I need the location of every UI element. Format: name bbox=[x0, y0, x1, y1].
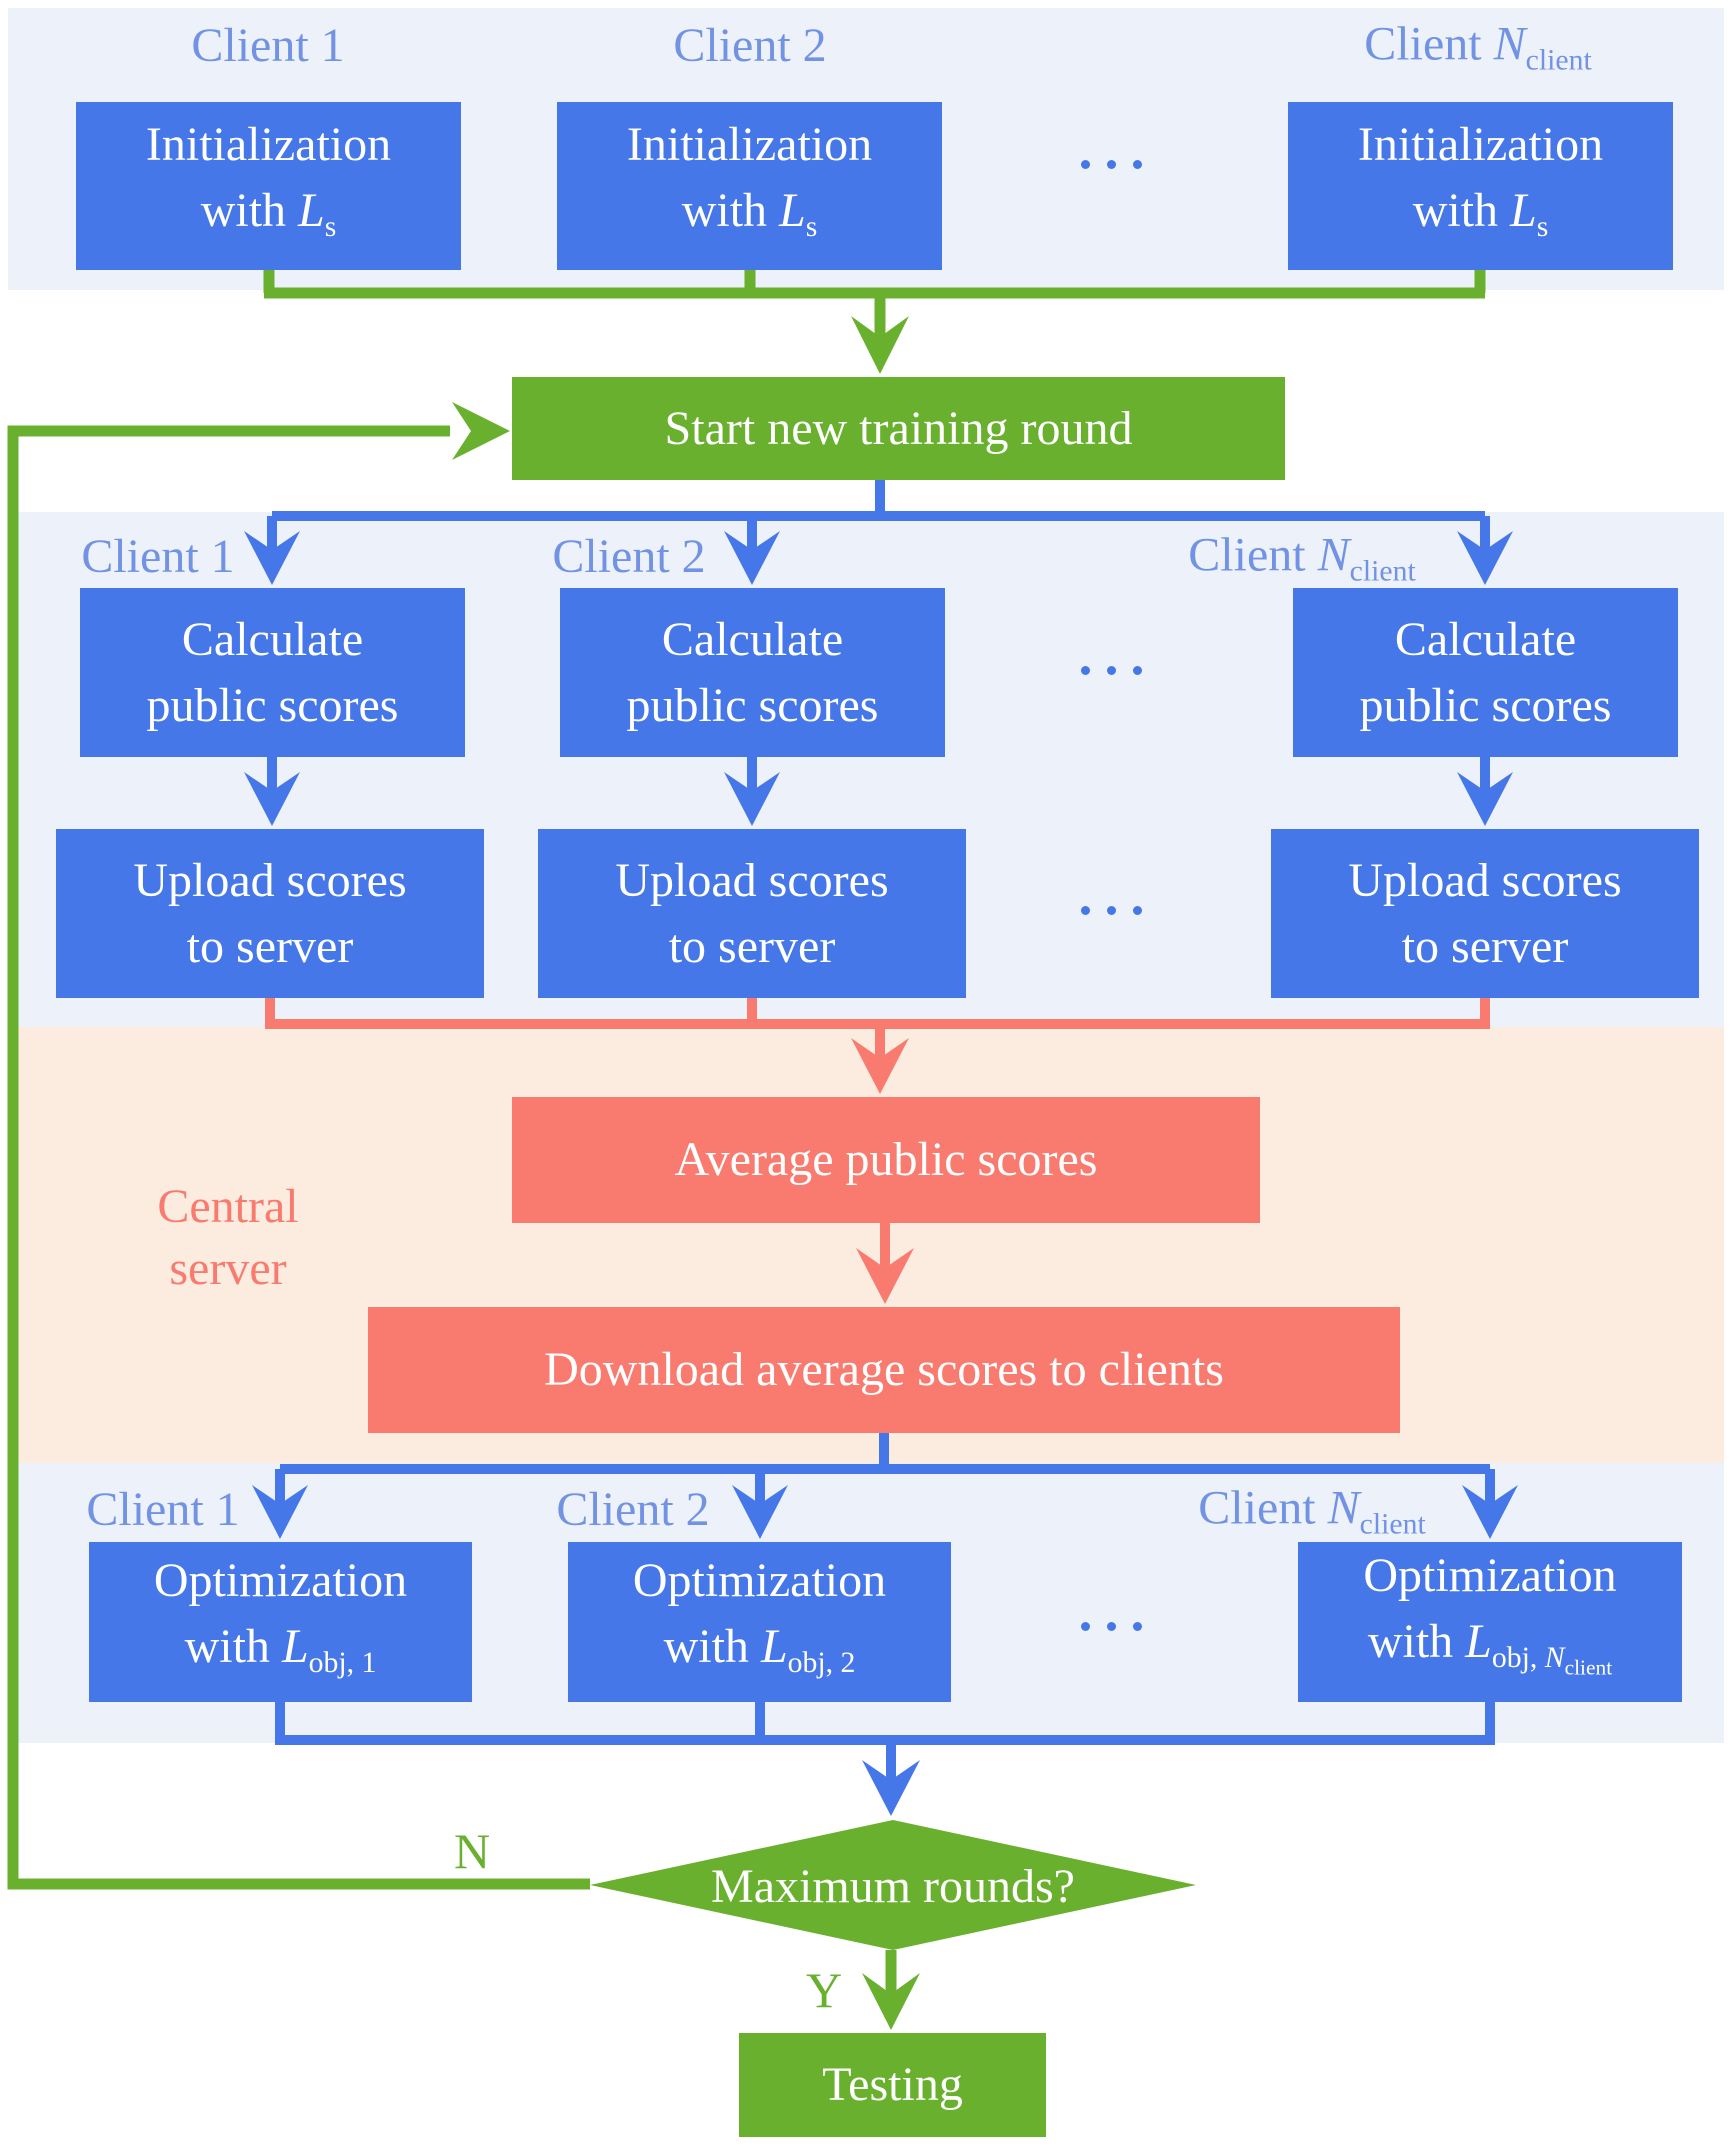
box-text-line: to server bbox=[668, 919, 836, 973]
init-box-client2: Initialization with Ls bbox=[557, 102, 942, 270]
optimization-box-client2: Optimization with Lobj, 2 bbox=[568, 1542, 951, 1702]
box-text-line: Optimization bbox=[632, 1554, 887, 1608]
blue-arrow-head-opt1 bbox=[252, 1485, 308, 1539]
box-text-line: Upload scores bbox=[1348, 853, 1622, 907]
box-text-line: Calculate bbox=[181, 612, 364, 666]
blue-arrow-head-uploadN bbox=[1457, 772, 1513, 826]
red-upload-merge-line bbox=[265, 998, 1490, 1060]
green-start-arrow-head bbox=[851, 316, 909, 374]
start-round-box: Start new training round bbox=[512, 377, 1285, 480]
blue-arrow-head-decision bbox=[862, 1760, 920, 1816]
box-text-line: Initialization bbox=[145, 118, 392, 172]
red-arrow-head-average bbox=[851, 1038, 909, 1094]
download-scores-box: Download average scores to clients bbox=[368, 1307, 1400, 1433]
init-box-client1: Initialization with Ls bbox=[76, 102, 461, 270]
ellipsis-icon bbox=[1081, 666, 1142, 675]
box-text-line: Calculate bbox=[661, 612, 844, 666]
box-text-math: with Lobj, 2 bbox=[663, 1620, 856, 1679]
decision-label: Maximum rounds? bbox=[711, 1860, 1075, 1913]
scoring-clientN-label: Client Nclient bbox=[1188, 528, 1416, 588]
blue-arrow-head-upload2 bbox=[724, 772, 780, 826]
box-text-line: Upload scores bbox=[615, 853, 889, 907]
green-loop-line bbox=[7, 425, 590, 1890]
decision-no-label: N bbox=[453, 1823, 491, 1879]
average-scores-box: Average public scores bbox=[512, 1097, 1260, 1223]
red-arrow-head-download bbox=[856, 1248, 914, 1304]
blue-arrow-head-upload1 bbox=[244, 772, 300, 826]
box-text-line: Initialization bbox=[1357, 118, 1604, 172]
box-text-line: Optimization bbox=[153, 1554, 408, 1608]
blue-arrow-head-opt2 bbox=[732, 1485, 788, 1539]
ellipsis-icon bbox=[1081, 906, 1142, 915]
init-clientN-label: Client Nclient bbox=[1364, 17, 1592, 77]
box-text-math: with Ls bbox=[681, 184, 818, 243]
box-text-line: Initialization bbox=[626, 118, 873, 172]
optimization-box-client1: Optimization with Lobj, 1 bbox=[89, 1542, 472, 1702]
box-text-math: with Ls bbox=[1412, 184, 1549, 243]
upload-box-client1: Upload scores to server bbox=[56, 829, 484, 998]
box-text-math: with Lobj, Nclient bbox=[1367, 1615, 1613, 1680]
scoring-client1-label: Client 1 bbox=[81, 530, 235, 583]
decision-diamond bbox=[590, 1820, 1196, 1950]
ellipsis-icon bbox=[1081, 1622, 1142, 1631]
optimization-box-clientN: Optimization with Lobj, Nclient bbox=[1298, 1542, 1682, 1702]
blue-arrow-head-calc1 bbox=[244, 531, 300, 585]
box-text-math: with Lobj, 1 bbox=[184, 1620, 377, 1679]
init-box-clientN: Initialization with Ls bbox=[1288, 102, 1673, 270]
blue-opt-merge-line bbox=[275, 1702, 1495, 1782]
calculate-box-clientN: Calculate public scores bbox=[1293, 588, 1678, 757]
init-client1-label: Client 1 bbox=[191, 19, 345, 72]
blue-branch-to-optimization bbox=[275, 1433, 1495, 1506]
central-server-line1: Central bbox=[157, 1180, 299, 1233]
blue-arrow-head-calcN bbox=[1457, 531, 1513, 585]
blue-branch-to-calculate bbox=[267, 478, 1490, 552]
box-text-line: Optimization bbox=[1363, 1549, 1617, 1603]
box-text-line: Upload scores bbox=[133, 853, 407, 907]
opt-client1-label: Client 1 bbox=[86, 1483, 240, 1536]
box-text-line: Start new training round bbox=[664, 401, 1133, 455]
opt-client2-label: Client 2 bbox=[556, 1483, 710, 1536]
box-text-line: public scores bbox=[146, 678, 399, 732]
decision-yes-label: Y bbox=[805, 1962, 843, 2018]
scoring-client2-label: Client 2 bbox=[552, 530, 706, 583]
box-text-line: public scores bbox=[626, 678, 879, 732]
central-server-label: Central server bbox=[157, 1176, 298, 1300]
box-text-math: with Ls bbox=[200, 184, 337, 243]
box-text-line: Testing bbox=[822, 2058, 963, 2111]
opt-clientN-label: Client Nclient bbox=[1198, 1481, 1426, 1541]
green-init-merge-line bbox=[263, 264, 1486, 299]
calculate-box-client2: Calculate public scores bbox=[560, 588, 945, 757]
upload-box-client2: Upload scores to server bbox=[538, 829, 966, 998]
init-client2-label: Client 2 bbox=[673, 19, 827, 72]
box-text-line: to server bbox=[1401, 919, 1569, 973]
blue-arrow-head-optN bbox=[1462, 1485, 1518, 1539]
math-subscript: obj, 1 bbox=[308, 1645, 377, 1679]
central-server-line2: server bbox=[169, 1242, 287, 1295]
green-loop-arrow-head bbox=[452, 402, 510, 460]
box-text-line: Average public scores bbox=[674, 1133, 1098, 1186]
math-subscript: obj, 2 bbox=[787, 1645, 856, 1679]
testing-box: Testing bbox=[739, 2033, 1046, 2137]
blue-arrow-head-calc2 bbox=[724, 531, 780, 585]
math-subscript: obj, Nclient bbox=[1491, 1641, 1613, 1680]
upload-box-clientN: Upload scores to server bbox=[1271, 829, 1699, 998]
ellipsis-icon bbox=[1081, 160, 1142, 169]
green-arrow-head-testing bbox=[862, 1973, 920, 2030]
box-text-line: to server bbox=[186, 919, 354, 973]
calculate-box-client1: Calculate public scores bbox=[80, 588, 465, 757]
box-text-line: public scores bbox=[1359, 678, 1612, 732]
box-text-line: Calculate bbox=[1394, 612, 1577, 666]
blue-calc-to-upload-stems bbox=[267, 757, 1490, 793]
box-text-line: Download average scores to clients bbox=[544, 1343, 1224, 1396]
